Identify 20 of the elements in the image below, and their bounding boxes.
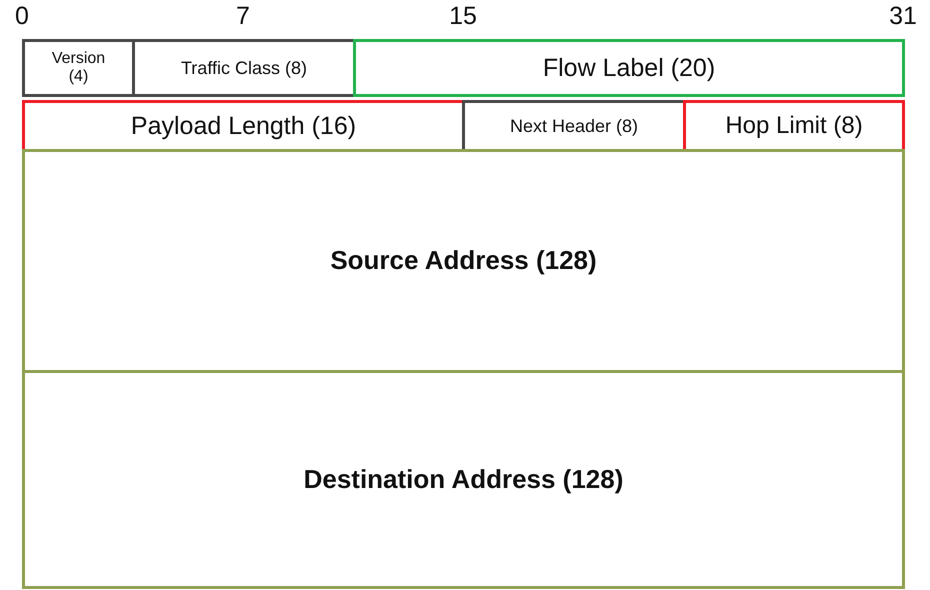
header-field [683,100,905,152]
bit-position-label: 15 [449,2,477,31]
field-label: Destination Address (128) [304,464,624,494]
field-label: Traffic Class (8) [180,58,308,78]
bit-position-label: 7 [236,2,250,31]
header-field [22,39,135,97]
field-label: Source Address (128) [330,246,597,276]
field-label: Hop Limit (8) [725,112,863,140]
bit-position-label: 31 [889,2,917,31]
field-label: Version (4) [50,50,106,86]
header-field [132,39,356,97]
header-field [462,100,686,152]
field-label: Payload Length (16) [130,112,356,140]
header-field [353,39,905,97]
bit-position-label: 0 [15,2,29,31]
header-field [22,100,465,152]
field-label: Flow Label (20) [542,54,716,82]
field-label: Next Header (8) [510,116,638,136]
header-field [22,149,905,373]
header-field [22,370,905,589]
